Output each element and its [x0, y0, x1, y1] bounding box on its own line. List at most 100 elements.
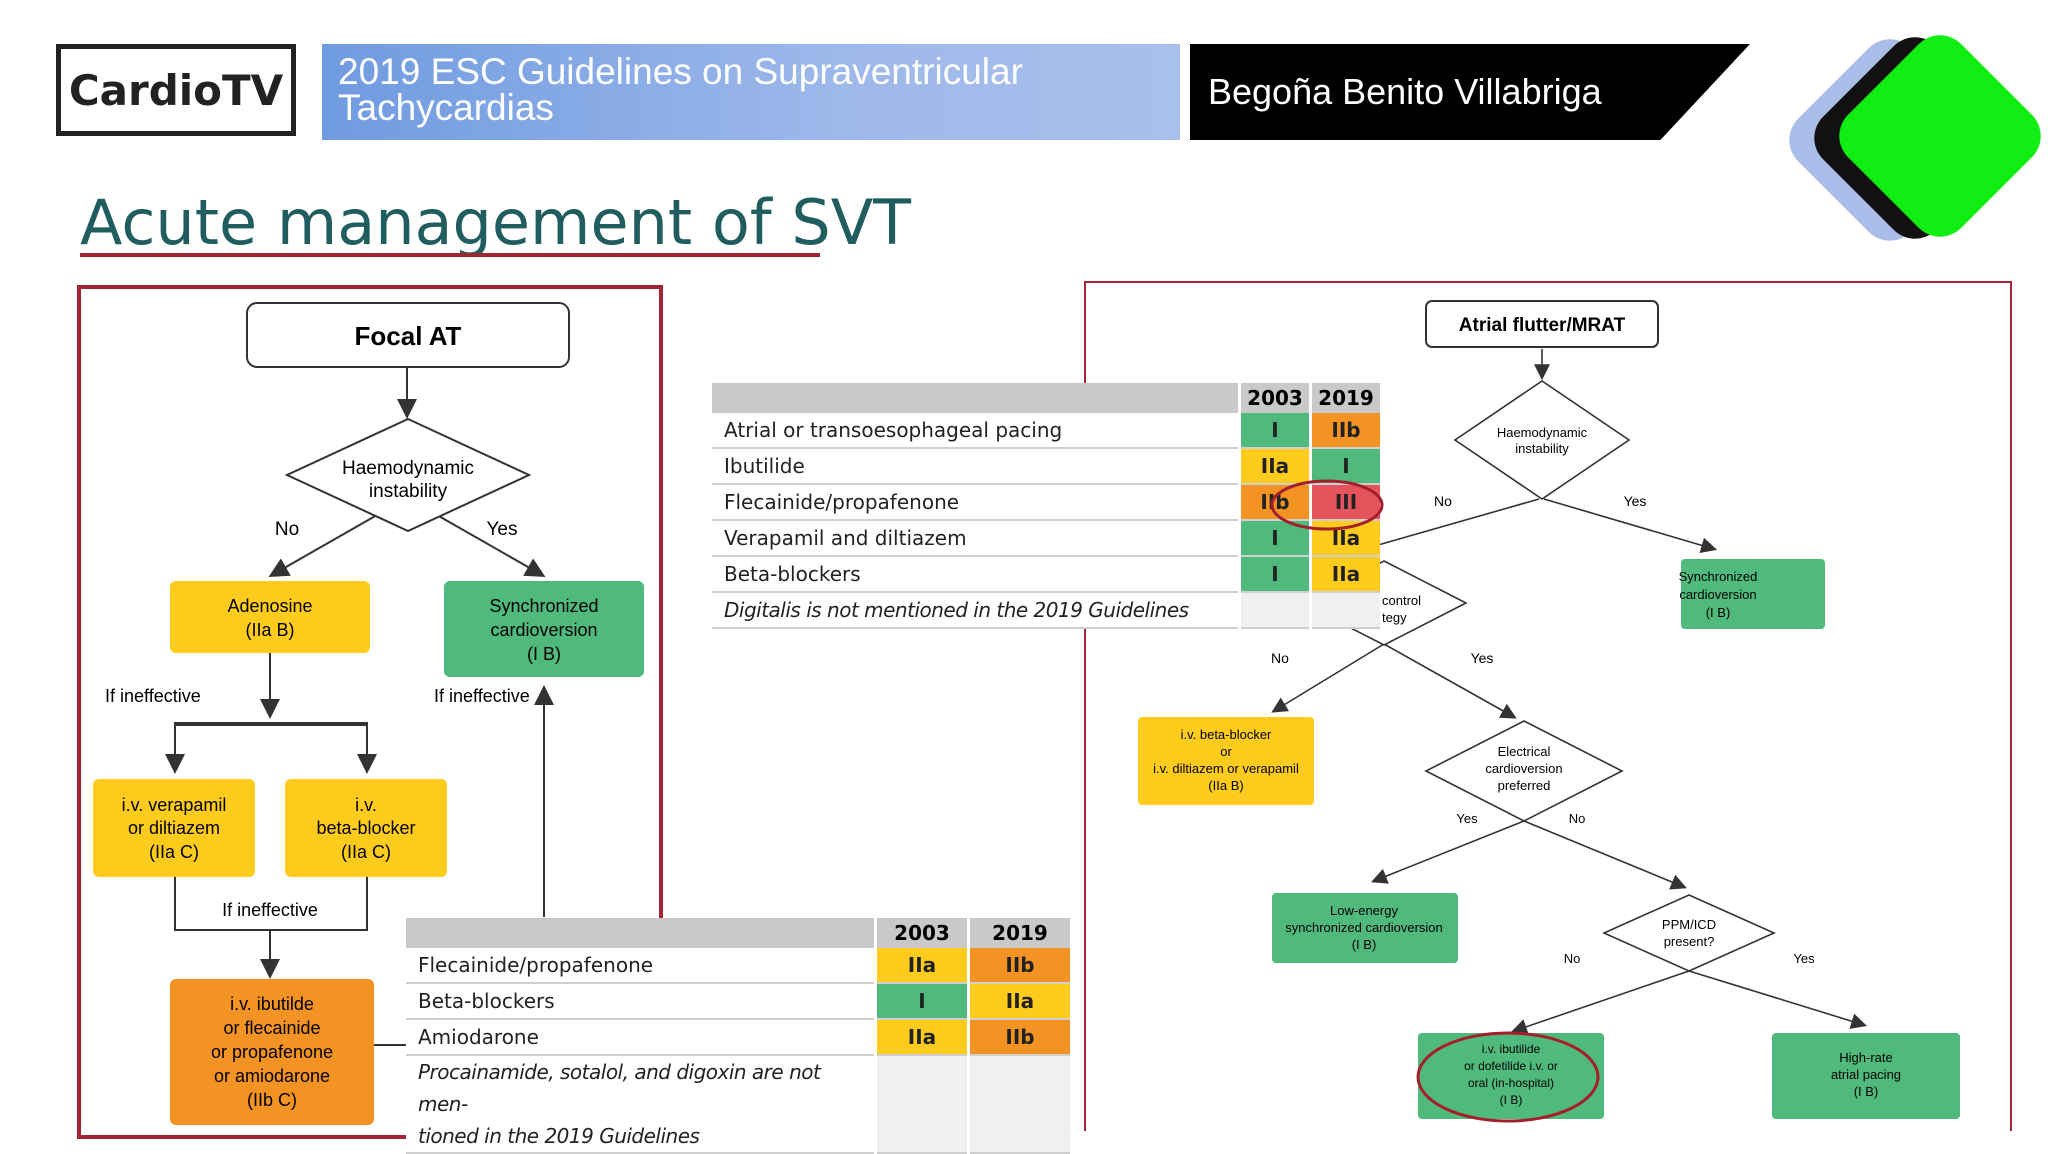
- class-2019: IIb: [967, 948, 1070, 984]
- focal-sync-line2: cardioversion: [490, 620, 597, 640]
- table-row: Verapamil and diltiazem I IIa: [712, 520, 1380, 557]
- class-2019: IIb: [967, 1019, 1070, 1056]
- flutter-pacing-line1: High-rate: [1839, 1050, 1892, 1065]
- flutter-ibutilide-box: [1418, 1033, 1604, 1119]
- flutter-start-box: [1425, 300, 1659, 348]
- flutter-ibut-line3: oral (in-hospital): [1468, 1076, 1554, 1090]
- electrical-cardioversion-diamond: [1424, 720, 1624, 822]
- focal-at-frame: [77, 285, 663, 1139]
- table-header-row: 2003 2019: [406, 918, 1070, 948]
- flutter-ibut-line4: (I B): [1500, 1093, 1523, 1107]
- header-blank: [406, 918, 876, 948]
- focal-comparison-table: 2003 2019 Flecainide/propafenone IIa IIb…: [406, 918, 1070, 1154]
- empty-cell: [1309, 592, 1380, 629]
- flutter-flowchart: Atrial flutter/MRAT Haemodynamic instabi…: [1138, 300, 1960, 1123]
- flutter-low-line2: synchronized cardioversion: [1285, 920, 1443, 935]
- class-2003: I: [1238, 556, 1311, 593]
- drug-name: Beta-blockers: [712, 556, 1240, 593]
- table-note-row: Digitalis is not mentioned in the 2019 G…: [712, 592, 1380, 629]
- focal-sync-line3: (I B): [527, 644, 561, 664]
- flutter-d1-line1: Haemodynamic: [1497, 425, 1588, 440]
- flutter-d3-line2: cardioversion: [1485, 761, 1562, 776]
- focal-yes-label: Yes: [487, 519, 518, 540]
- flutter-beta-blocker-box: [1138, 717, 1314, 805]
- guideline-title-banner: 2019 ESC Guidelines on Supraventricular …: [322, 44, 1180, 140]
- page-title: Acute management of SVT: [80, 186, 912, 259]
- focal-ibutilide-line2: or flecainide: [223, 1018, 320, 1038]
- table-note-line1: Procainamide, sotalol, and digoxin are n…: [418, 1060, 821, 1116]
- if-ineffective-3: If ineffective: [222, 900, 318, 920]
- flutter-low-line3: (I B): [1352, 937, 1377, 952]
- table-note-line2: tioned in the 2019 Guidelines: [418, 1124, 700, 1148]
- class-2019: I: [1309, 448, 1380, 485]
- class-iii-highlight-circle: [1270, 479, 1384, 531]
- adenosine-box: [170, 581, 370, 653]
- adenosine-line2: (IIa B): [245, 620, 294, 640]
- ibutilide-box: [170, 979, 374, 1125]
- logo-text: CardioTV: [68, 65, 284, 115]
- if-ineffective-1: If ineffective: [105, 686, 201, 706]
- flutter-bb-line4: (IIa B): [1208, 778, 1243, 793]
- table-row: Flecainide/propafenone IIb III: [712, 484, 1380, 521]
- drug-name: Flecainide/propafenone: [406, 948, 876, 984]
- beta-line3: (IIa C): [341, 842, 391, 862]
- if-ineffective-2: If ineffective: [434, 686, 530, 706]
- drug-name: Beta-blockers: [406, 983, 876, 1020]
- table-row: Amiodarone IIa IIb: [406, 1019, 1070, 1056]
- header-blank: [712, 383, 1240, 413]
- verapamil-line3: (IIa C): [149, 842, 199, 862]
- header-year-2003: 2003: [1238, 383, 1311, 413]
- flutter-instability-diamond: [1453, 380, 1631, 500]
- flutter-sync-line3: (I B): [1706, 605, 1731, 620]
- table-row: Beta-blockers I IIa: [712, 556, 1380, 593]
- flutter-sync-line2: cardioversion: [1679, 587, 1756, 602]
- focal-ibutilide-line3: or propafenone: [211, 1042, 333, 1062]
- header-year-2003: 2003: [874, 918, 969, 948]
- empty-cell: [874, 1055, 969, 1154]
- flutter-sync-line1: Synchronized: [1679, 569, 1758, 584]
- table-row: Flecainide/propafenone IIa IIb: [406, 948, 1070, 984]
- flutter-d1-line2: instability: [1515, 441, 1569, 456]
- drug-name: Ibutilide: [712, 448, 1240, 485]
- adenosine-line1: Adenosine: [227, 596, 312, 616]
- flutter-yes2-label: Yes: [1471, 650, 1494, 666]
- flutter-low-line1: Low-energy: [1330, 903, 1398, 918]
- flutter-no2-label: No: [1271, 650, 1289, 666]
- class-2003: IIa: [1238, 448, 1311, 485]
- flutter-yes3-label: Yes: [1456, 811, 1478, 826]
- focal-instability-diamond: [284, 417, 532, 533]
- class-2003: IIa: [874, 948, 969, 984]
- speaker-name: Begoña Benito Villabriga: [1208, 71, 1602, 112]
- table-note: Procainamide, sotalol, and digoxin are n…: [406, 1055, 876, 1154]
- flutter-comparison-table: 2003 2019 Atrial or transoesophageal pac…: [712, 383, 1380, 629]
- flutter-ibut-line2: or dofetilide i.v. or: [1464, 1059, 1558, 1073]
- focal-at-flowchart: Focal AT Haemodynamic instability No Yes…: [93, 302, 644, 1125]
- table-note: Digitalis is not mentioned in the 2019 G…: [712, 592, 1240, 629]
- flutter-d3-line1: Electrical: [1498, 744, 1551, 759]
- beta-blocker-box: [285, 779, 447, 877]
- title-underline: [80, 253, 820, 257]
- class-2019: IIa: [1309, 556, 1380, 593]
- focal-sync-line1: Synchronized: [489, 596, 598, 616]
- guideline-title-line1: 2019 ESC Guidelines on Supraventricular: [338, 51, 1023, 92]
- flutter-pacing-line3: (I B): [1854, 1084, 1879, 1099]
- flutter-frame: [1084, 281, 2012, 1131]
- verapamil-line1: i.v. verapamil: [122, 795, 227, 815]
- flutter-yes4-label: Yes: [1793, 951, 1815, 966]
- focal-diamond-line1: Haemodynamic: [342, 458, 474, 479]
- focal-at-start-label: Focal AT: [355, 321, 462, 351]
- beta-line2: beta-blocker: [316, 818, 415, 838]
- flutter-yes-label: Yes: [1624, 493, 1647, 509]
- sync-cardioversion-box: [444, 581, 644, 677]
- focal-ibutilide-line1: i.v. ibutilde: [230, 994, 314, 1014]
- flutter-sync-box: [1681, 559, 1825, 629]
- table-row: Ibutilide IIa I: [712, 448, 1380, 485]
- flutter-bb-line1: i.v. beta-blocker: [1181, 727, 1272, 742]
- class-2003: IIa: [874, 1019, 969, 1056]
- class-2003: IIb: [1238, 484, 1311, 521]
- verapamil-line2: or diltiazem: [128, 818, 220, 838]
- ibutilide-highlight-circle: [1416, 1031, 1600, 1123]
- focal-ibutilide-line4: or amiodarone: [214, 1066, 330, 1086]
- high-rate-pacing-box: [1772, 1033, 1960, 1119]
- flutter-no-label: No: [1434, 493, 1452, 509]
